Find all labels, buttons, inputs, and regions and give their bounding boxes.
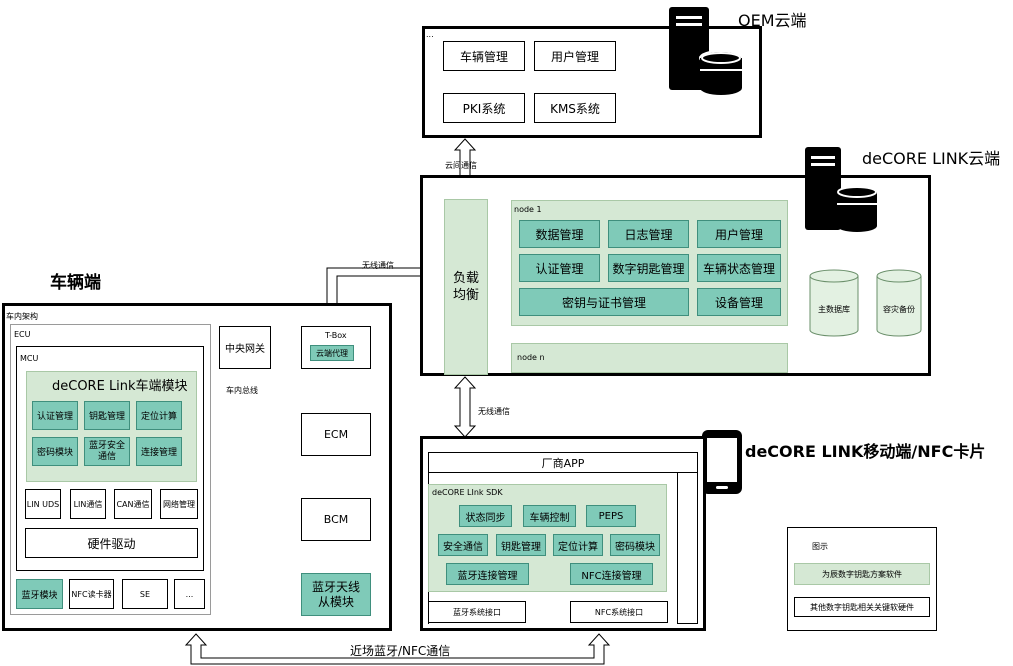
node1-cert-mgmt: 密钥与证书管理 [519, 288, 689, 316]
module-key-mgmt: 钥匙管理 [84, 401, 130, 430]
vehicle-module-title: deCORE Link车端模块 [52, 379, 188, 394]
db-main: 主数据库 [818, 304, 850, 314]
module-crypto: 密码模块 [32, 437, 78, 466]
cloud-link-label: 云间通信 [445, 161, 477, 170]
sdk-nfc-connection: NFC连接管理 [570, 563, 653, 585]
decore-cloud-title: deCORE LINK云端 [862, 149, 1001, 168]
oem-item-vehicle-mgmt: 车辆管理 [443, 41, 525, 71]
module-auth-mgmt: 认证管理 [32, 401, 78, 430]
oem-ellipsis: ... [426, 30, 434, 39]
node1-device-mgmt: 设备管理 [697, 288, 781, 316]
vehicle-wireless-label: 无线通信 [362, 261, 394, 270]
node1-vehicle-state: 车辆状态管理 [697, 254, 781, 282]
bus-lin-uds: LIN UDS [25, 489, 61, 519]
sdk-peps: PEPS [586, 505, 636, 527]
noden-label: node n [517, 353, 545, 362]
vehicle-title: 车辆端 [50, 273, 101, 293]
hardware-driver: 硬件驱动 [25, 528, 198, 558]
node1-label: node 1 [514, 205, 542, 214]
legend-software: 为辰数字钥匙方案软件 [794, 563, 930, 585]
vehicle-arch-label: 车内架构 [6, 312, 38, 321]
sdk-bt-connection: 蓝牙连接管理 [446, 563, 529, 585]
bus-can-comm: CAN通信 [114, 489, 152, 519]
sdk-label: deCORE LInk SDK [432, 488, 503, 497]
mobile-title: deCORE LINK移动端/NFC卡片 [745, 442, 986, 461]
node1-auth-mgmt: 认证管理 [519, 254, 600, 282]
tbox-label: T-Box [325, 331, 347, 340]
bus-network-mgmt: 网络管理 [160, 489, 198, 519]
oem-title: OEM云端 [738, 11, 807, 30]
node1-key-mgmt: 数字钥匙管理 [608, 254, 689, 282]
tbox-cloud-proxy: 云端代理 [310, 345, 354, 361]
node1-user-mgmt: 用户管理 [697, 220, 781, 248]
nfc-bt-label: 近场蓝牙/NFC通信 [350, 644, 451, 658]
legend-hardware: 其他数字钥匙相关关键软硬件 [794, 597, 930, 617]
bt-system-interface: 蓝牙系统接口 [428, 601, 526, 623]
sdk-state-sync: 状态同步 [459, 505, 512, 527]
node1-log-mgmt: 日志管理 [608, 220, 689, 248]
peripheral-nfc-reader: NFC读卡器 [69, 579, 114, 609]
module-connection: 连接管理 [136, 437, 182, 466]
peripheral-etc: ... [174, 579, 205, 609]
mcu-label: MCU [20, 354, 39, 363]
peripheral-bt-module: 蓝牙模块 [16, 579, 63, 609]
load-balancer: 负载 均衡 [444, 199, 488, 375]
sdk-secure-comm: 安全通信 [438, 534, 488, 556]
nfc-bt-arrow [184, 633, 611, 665]
mobile-wireless-label: 无线通信 [478, 407, 510, 416]
ecu-label: ECU [14, 330, 31, 339]
nfc-system-interface: NFC系统接口 [570, 601, 668, 623]
node1-data-mgmt: 数据管理 [519, 220, 600, 248]
oem-item-pki: PKI系统 [443, 93, 525, 123]
peripheral-se: SE [122, 579, 168, 609]
db-backup: 容灾备份 [883, 304, 915, 314]
noden-box [511, 343, 788, 373]
sdk-positioning: 定位计算 [553, 534, 603, 556]
vendor-app-label: 厂商APP [429, 453, 697, 473]
sdk-crypto: 密码模块 [610, 534, 660, 556]
bcm-box: BCM [301, 498, 371, 541]
central-gateway: 中央网关 [219, 326, 271, 369]
sdk-vehicle-control: 车辆控制 [523, 505, 576, 527]
sdk-key-mgmt: 钥匙管理 [496, 534, 546, 556]
ecm-box: ECM [301, 413, 371, 456]
legend-title: 图示 [812, 542, 828, 551]
module-positioning: 定位计算 [136, 401, 182, 430]
vehicle-bus-label: 车内总线 [226, 385, 258, 396]
module-bt-secure: 蓝牙安全 通信 [84, 437, 130, 466]
oem-item-kms: KMS系统 [534, 93, 616, 123]
bt-antenna-slave: 蓝牙天线 从模块 [301, 573, 371, 616]
bus-lin-comm: LIN通信 [70, 489, 106, 519]
oem-item-user-mgmt: 用户管理 [534, 41, 616, 71]
